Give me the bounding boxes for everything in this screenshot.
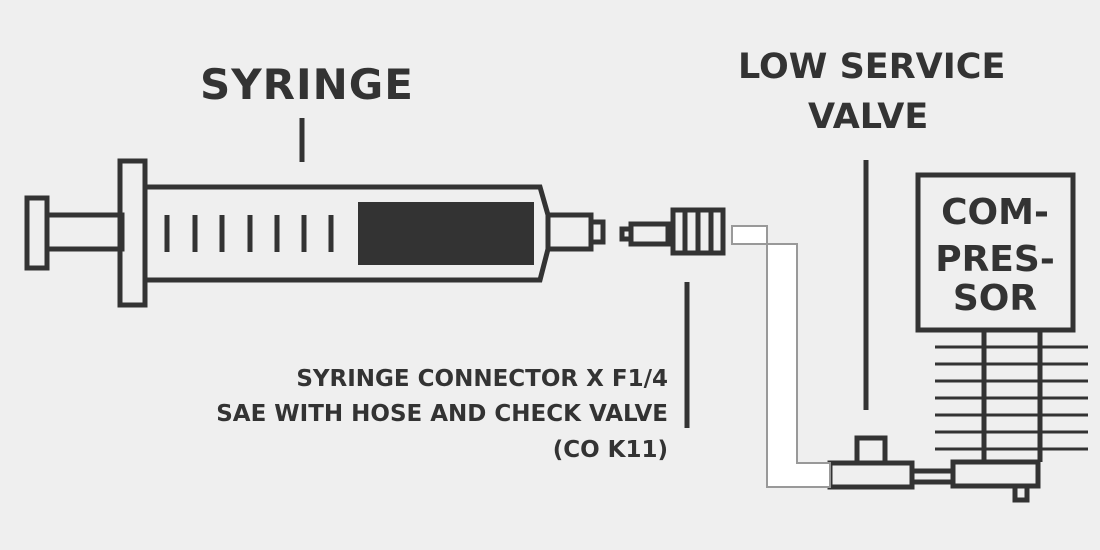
connector-label: SAE WITH HOSE AND CHECK VALVE — [216, 401, 668, 427]
syringe-graduations — [164, 215, 334, 252]
syringe-nozzle — [545, 212, 594, 252]
compressor-label: COM- — [941, 192, 1049, 233]
syringe — [24, 118, 606, 308]
hose — [731, 225, 831, 488]
low-service-valve-label: LOW SERVICE — [738, 47, 1006, 87]
low-service-valve-label: VALVE — [808, 97, 929, 137]
compressor-port-stub — [1012, 483, 1030, 503]
compressor-label: PRES- — [935, 239, 1055, 280]
compressor — [912, 172, 1076, 503]
compressor-port — [950, 459, 1041, 489]
compressor-fins — [935, 345, 1088, 451]
syringe-connector — [619, 207, 726, 428]
connector-nut — [628, 221, 671, 247]
plunger-thumb-rest — [24, 195, 50, 271]
coupling-grips — [682, 212, 714, 251]
compressor-housing — [915, 172, 1076, 333]
low-service-valve — [827, 160, 915, 490]
plunger-rod — [44, 212, 125, 252]
syringe-tip — [588, 219, 606, 245]
connector-label: (CO K11) — [552, 437, 668, 463]
syringe-label: SYRINGE — [200, 60, 414, 109]
valve-body — [827, 460, 915, 490]
valve-stem — [854, 435, 888, 466]
syringe-fluid — [358, 202, 534, 265]
connector-coupling — [670, 207, 726, 256]
compressor-label: SOR — [952, 278, 1038, 319]
connector-label: SYRINGE CONNECTOR X F1/4 — [296, 366, 668, 392]
